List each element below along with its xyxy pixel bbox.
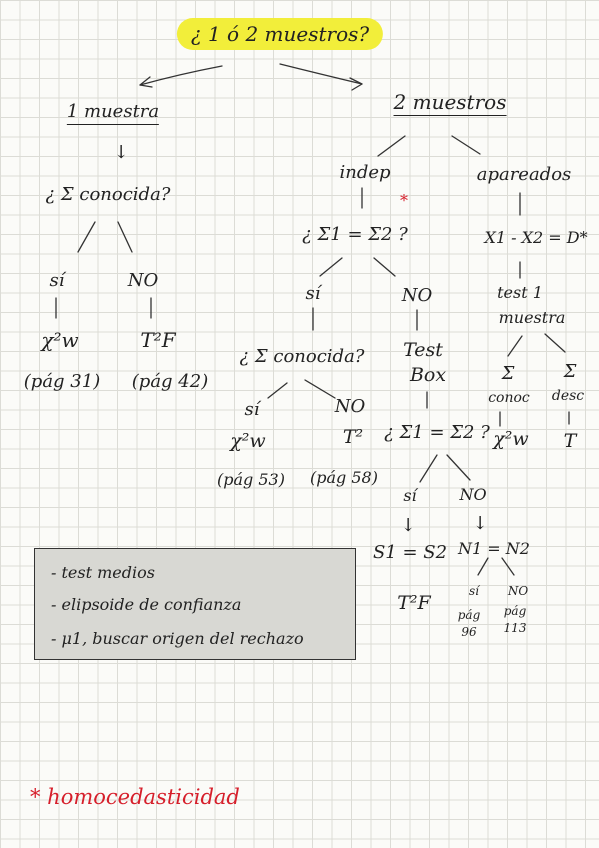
note-item: - elipsoide de confianza [51, 595, 242, 614]
question-sigma-known: ¿ Σ conocida? [45, 184, 171, 205]
header-2-muestras: 2 muestros [393, 90, 507, 116]
notes-box: - test medios - elipsoide de confianza -… [34, 548, 356, 660]
page-ref-31: (pág 31) [23, 371, 101, 392]
page-ref-96-b: 96 [461, 625, 477, 639]
arrow-to-2-muestras [279, 63, 363, 85]
test-1-line2: muestra [498, 308, 566, 327]
sigma-symbol: Σ [563, 361, 577, 382]
page-ref-113-b: 113 [503, 621, 527, 635]
test-t2: T² [342, 426, 364, 448]
label-indep: indep [339, 162, 391, 183]
test-chi2w: χ²w [41, 328, 79, 352]
page-ref-58: (pág 58) [310, 468, 378, 487]
label-conoc: conoc [488, 390, 530, 406]
footnote-homocedasticidad: * homocedasticidad [30, 785, 240, 809]
page-ref-96-a: pág [457, 608, 481, 622]
n-equal: N1 = N2 [458, 539, 530, 558]
answer-yes: sí [403, 486, 417, 505]
question-sigma-equal: ¿ Σ1 = Σ2 ? [302, 224, 408, 245]
arrow-to-1-muestra [139, 65, 223, 86]
s-equal: S1 = S2 [372, 542, 448, 563]
test-t: T [563, 430, 577, 452]
star-marker: * [400, 191, 408, 210]
label-desc: desc [551, 388, 585, 404]
down-arrow: ↓ [400, 515, 416, 536]
paired-formula: X1 - X2 = D* [484, 228, 588, 247]
answer-no: NO [334, 396, 366, 417]
test-box-line1: Test [403, 339, 443, 361]
question-sigma-known: ¿ Σ conocida? [239, 346, 365, 367]
header-1-muestra: 1 muestra [66, 103, 160, 125]
question-sigma-equal-2: ¿ Σ1 = Σ2 ? [384, 422, 490, 443]
answer-yes: sí [469, 584, 479, 598]
page-title: ¿ 1 ó 2 muestros? [176, 18, 384, 50]
answer-no: NO [507, 584, 529, 598]
test-t2f: T²F [397, 592, 431, 614]
page-ref-113-a: pág [503, 604, 527, 618]
answer-yes: sí [49, 270, 65, 291]
answer-no: NO [401, 285, 433, 306]
answer-no: NO [127, 270, 159, 291]
test-chi2w: χ²w [493, 428, 529, 450]
page-ref-53: (pág 53) [217, 470, 285, 489]
answer-yes: sí [244, 399, 260, 420]
label-apareados: apareados [476, 164, 572, 185]
test-box-line2: Box [409, 364, 447, 386]
page-ref-42: (pág 42) [131, 371, 209, 392]
test-1-line1: test 1 [497, 283, 543, 302]
answer-no: NO [459, 485, 487, 504]
test-t2f: T²F [140, 328, 176, 352]
answer-yes: sí [305, 283, 321, 304]
test-chi2w: χ²w [230, 430, 266, 452]
note-item: - test medios [51, 563, 155, 582]
down-arrow: ↓ [113, 142, 129, 163]
sigma-symbol: Σ [501, 363, 515, 384]
note-item: - μ1, buscar origen del rechazo [51, 629, 304, 648]
down-arrow: ↓ [472, 513, 488, 534]
